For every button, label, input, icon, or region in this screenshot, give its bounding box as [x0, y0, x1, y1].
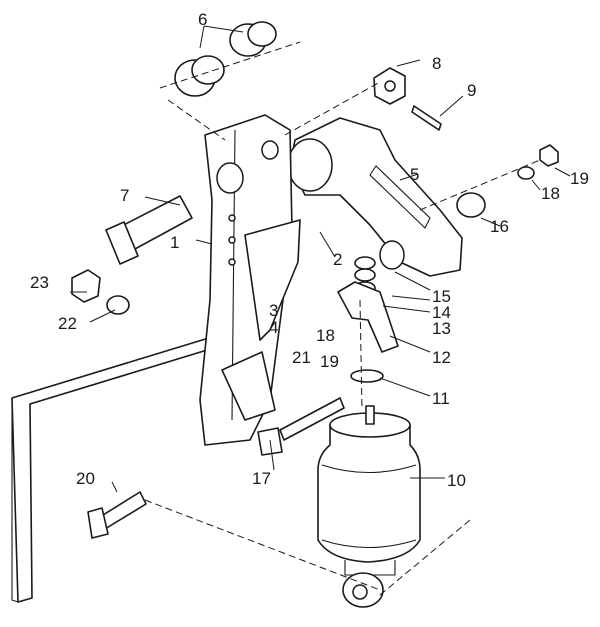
callout-23: 23 — [30, 273, 49, 292]
lower-components — [87, 195, 345, 539]
fasteners — [517, 144, 559, 180]
callout-10: 10 — [447, 471, 466, 490]
callout-20: 20 — [76, 469, 95, 488]
air-spring — [317, 405, 421, 608]
callout-1: 1 — [170, 233, 179, 252]
callout-18b: 18 — [316, 326, 335, 345]
assembly-lines — [144, 41, 541, 596]
main-bracket — [199, 114, 301, 446]
callout-5: 5 — [410, 165, 419, 184]
leader-lines — [70, 25, 571, 493]
callout-16: 16 — [490, 217, 509, 236]
callout-19b: 19 — [320, 352, 339, 371]
washers — [337, 256, 399, 383]
callout-4: 4 — [269, 318, 278, 337]
cotter-pin — [411, 105, 442, 131]
nut-washers — [71, 269, 130, 315]
callout-12: 12 — [432, 348, 451, 367]
callout-18a: 18 — [541, 184, 560, 203]
callout-11: 11 — [432, 389, 450, 408]
callout-17: 17 — [252, 469, 271, 488]
callout-labels: 1 2 3 4 5 6 7 8 9 10 11 12 13 14 15 16 1… — [30, 10, 589, 490]
callout-14: 14 — [432, 303, 451, 322]
callout-15: 15 — [432, 287, 451, 306]
callout-2: 2 — [333, 250, 342, 269]
bushing-16 — [456, 192, 486, 218]
callout-3: 3 — [269, 301, 278, 320]
callout-19a: 19 — [570, 169, 589, 188]
callout-13: 13 — [432, 319, 451, 338]
callout-6: 6 — [198, 10, 207, 29]
callout-8: 8 — [432, 54, 441, 73]
callout-9: 9 — [467, 81, 476, 100]
callout-22: 22 — [58, 314, 77, 333]
nut — [373, 67, 406, 105]
upper-bracket — [287, 117, 463, 277]
bushings — [174, 21, 277, 97]
callout-21: 21 — [292, 348, 311, 367]
callout-7: 7 — [120, 186, 129, 205]
